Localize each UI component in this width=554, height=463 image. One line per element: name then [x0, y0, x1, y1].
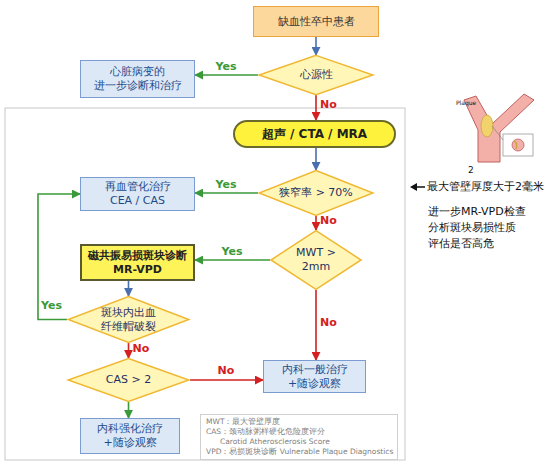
flow-arrow — [128, 343, 130, 358]
node-text: MWT > 2mm — [294, 246, 338, 274]
decision-diamond: 心源性 — [258, 55, 374, 95]
text-holder: 狭窄率 > 70% — [258, 170, 374, 216]
text-holder: CAS > 2 — [67, 358, 190, 402]
text-holder: 斑块内出血 纤维帽破裂 — [67, 296, 190, 343]
node-text: 心源性 — [300, 68, 333, 82]
cross-section-plaque — [514, 141, 517, 149]
node-text: 狭窄率 > 70% — [279, 186, 353, 200]
node-text: 缺血性卒中患者 — [278, 15, 355, 29]
enclosure-frame — [5, 108, 405, 460]
diamond-shape — [68, 358, 189, 401]
node-text: 斑块内出血 纤维帽破裂 — [94, 306, 164, 334]
flow-arrow — [315, 290, 317, 360]
text-holder: 内科强化治疗 +随诊观察 — [81, 419, 179, 453]
edge-label: No — [133, 343, 150, 355]
exam-pill: 超声 / CTA / MRA — [233, 120, 396, 148]
process-box: 内科强化治疗 +随诊观察 — [80, 418, 180, 454]
flow-arrow — [195, 192, 258, 194]
process-box: 再血管化治疗 CEA / CAS — [80, 177, 195, 211]
flow-arrow — [195, 74, 258, 76]
text-holder: 磁共振易损斑块诊断 MR-VPD — [82, 246, 193, 279]
callout-arrow-shaft — [416, 186, 425, 188]
leader-line — [492, 126, 503, 140]
flow-arrow — [315, 37, 317, 55]
diamond-shape — [259, 55, 373, 94]
edge-label: Yes — [41, 300, 62, 312]
flow-arrow — [128, 281, 130, 296]
flow-arrow — [128, 402, 130, 418]
edge-label: No — [320, 317, 337, 329]
text-holder: 再血管化治疗 CEA / CAS — [81, 178, 194, 210]
process-box: 内科一般治疗 +随诊观察 — [263, 360, 366, 393]
text-holder: MWT：最大管壁厚度CAS：颈动脉粥样硬化危险度评分 Carotid Ather… — [201, 415, 397, 459]
node-text: 磁共振易损斑块诊断 MR-VPD — [85, 249, 191, 277]
decision-diamond: 斑块内出血 纤维帽破裂 — [67, 296, 190, 343]
edge-label: No — [218, 365, 235, 377]
flow-arrow — [190, 379, 263, 381]
cross-section-box — [503, 134, 533, 156]
plaque-illustration — [481, 115, 493, 137]
annotation-heading: 最大管壁厚度大于2毫米 — [427, 180, 553, 194]
node-text: 内科强化治疗 +随诊观察 — [90, 422, 170, 450]
text-holder: 心脏病变的 进一步诊断和治疗 — [81, 61, 194, 97]
node-text: MWT：最大管壁厚度 — [206, 417, 280, 427]
flow-arrow — [38, 194, 80, 320]
node-text: 心脏病变的 进一步诊断和治疗 — [92, 65, 184, 93]
decision-diamond: 狭窄率 > 70% — [258, 170, 374, 216]
node-text: 再血管化治疗 CEA / CAS — [98, 180, 178, 208]
decision-diamond: CAS > 2 — [67, 358, 190, 402]
edge-label: No — [320, 215, 337, 227]
diamond-shape — [271, 231, 361, 290]
flow-arrow — [315, 148, 317, 170]
text-holder: MWT > 2mm — [270, 230, 362, 290]
process-box: 心脏病变的 进一步诊断和治疗 — [80, 60, 195, 98]
cross-section-vessel — [512, 139, 524, 151]
node-text: CAS：颈动脉粥样硬化危险度评分 Carotid Atherosclerosis… — [206, 427, 334, 447]
edge-label: Yes — [216, 61, 237, 73]
node-text: CAS > 2 — [106, 373, 151, 387]
exam-box: 磁共振易损斑块诊断 MR-VPD — [80, 244, 195, 281]
callout-number: 2 — [468, 164, 474, 176]
text-holder: 内科一般治疗 +随诊观察 — [264, 361, 365, 392]
edge-label: Yes — [222, 246, 243, 258]
illustration-label: Plaque — [456, 99, 476, 107]
flow-arrow — [315, 95, 317, 120]
edge-label: Yes — [216, 179, 237, 191]
node-text: 内科一般治疗 +随诊观察 — [275, 363, 355, 391]
node-text: 超声 / CTA / MRA — [262, 127, 367, 141]
diamond-shape — [68, 296, 189, 342]
flow-arrow — [315, 216, 317, 230]
decision-diamond: MWT > 2mm — [270, 230, 362, 290]
edge-label: No — [320, 99, 337, 111]
callout-arrow-head — [410, 183, 417, 191]
text-holder: 心源性 — [258, 55, 374, 95]
diamond-shape — [259, 170, 373, 215]
text-holder: 缺血性卒中患者 — [254, 7, 378, 36]
text-holder: 超声 / CTA / MRA — [235, 122, 394, 146]
node-text: VPD：易损斑块诊断 Vulnerable Plaque Diagnostics — [206, 447, 393, 457]
abbreviation-note: MWT：最大管壁厚度CAS：颈动脉粥样硬化危险度评分 Carotid Ather… — [200, 414, 398, 460]
flow-arrow — [195, 259, 270, 261]
start-box: 缺血性卒中患者 — [253, 6, 379, 37]
annotation-text: 进一步MR-VPD检查 分析斑块易损性质 评估是否高危 — [428, 204, 546, 252]
